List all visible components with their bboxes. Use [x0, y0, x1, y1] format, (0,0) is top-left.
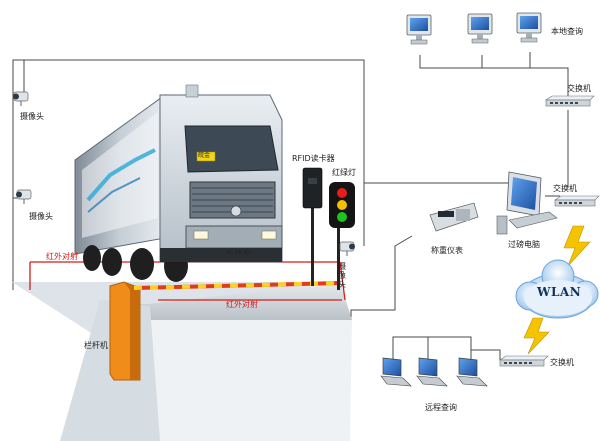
wiring — [12, 52, 569, 362]
truck-nameplate — [196, 151, 216, 162]
camera-icon — [16, 189, 32, 204]
wire-remote-to-switch — [471, 349, 501, 360]
label-weighing-instrument: 称重仪表 — [431, 246, 463, 255]
scale-icon — [429, 202, 479, 232]
camera-icon — [339, 241, 355, 256]
label-remote-query: 远程查询 — [425, 403, 457, 412]
label-infrared-bottom: 红外对射 — [226, 300, 258, 309]
traffic-light-icon — [329, 182, 355, 290]
cloud-icon — [515, 259, 599, 319]
barrier-icon — [109, 281, 341, 381]
monitor-icon — [496, 171, 558, 235]
weighbridge-platform — [12, 261, 352, 441]
switch-icon — [545, 95, 595, 107]
label-traffic-light: 红绿灯 — [332, 168, 356, 177]
label-switch-bottom: 交换机 — [550, 358, 574, 367]
monitor-icon — [406, 14, 432, 45]
label-barrier: 栏杆机 — [84, 341, 108, 350]
wire-top-loop — [12, 59, 365, 290]
label-weighing-computer: 过磅电脑 — [508, 240, 540, 249]
switch-icon — [554, 195, 600, 207]
camera-icon — [13, 91, 29, 106]
laptop-icon — [416, 357, 448, 387]
monitor-icon — [467, 13, 493, 44]
label-local-query: 本地查询 — [551, 27, 583, 36]
label-truck-plate-number: B1-PR 40 — [227, 250, 250, 256]
lightning-icon — [563, 225, 591, 267]
truck-windshield — [184, 125, 279, 173]
rfid-reader-icon — [302, 167, 323, 286]
label-camera-right: 摄像头 — [338, 262, 346, 289]
label-switch-mid: 交换机 — [553, 184, 577, 193]
monitor-icon — [516, 12, 542, 43]
label-infrared-left: 红外对射 — [46, 252, 78, 261]
label-camera-top: 摄像头 — [20, 112, 44, 121]
truck-icon — [74, 84, 283, 282]
label-camera-mid: 摄像头 — [29, 212, 53, 221]
laptop-icon — [456, 357, 488, 387]
label-truck-nameplate: 皖金 — [198, 152, 211, 159]
label-switch-top: 交换机 — [567, 84, 591, 93]
label-wlan: WLAN — [537, 285, 582, 299]
laptop-icon — [380, 357, 412, 387]
wire-ground-right — [350, 235, 413, 318]
lightning-icon — [523, 317, 550, 355]
label-rfid-reader: RFID读卡器 — [292, 154, 335, 163]
wire-local-to-switch — [482, 67, 569, 96]
wire-local-group — [419, 55, 483, 69]
switch-icon — [499, 355, 549, 367]
